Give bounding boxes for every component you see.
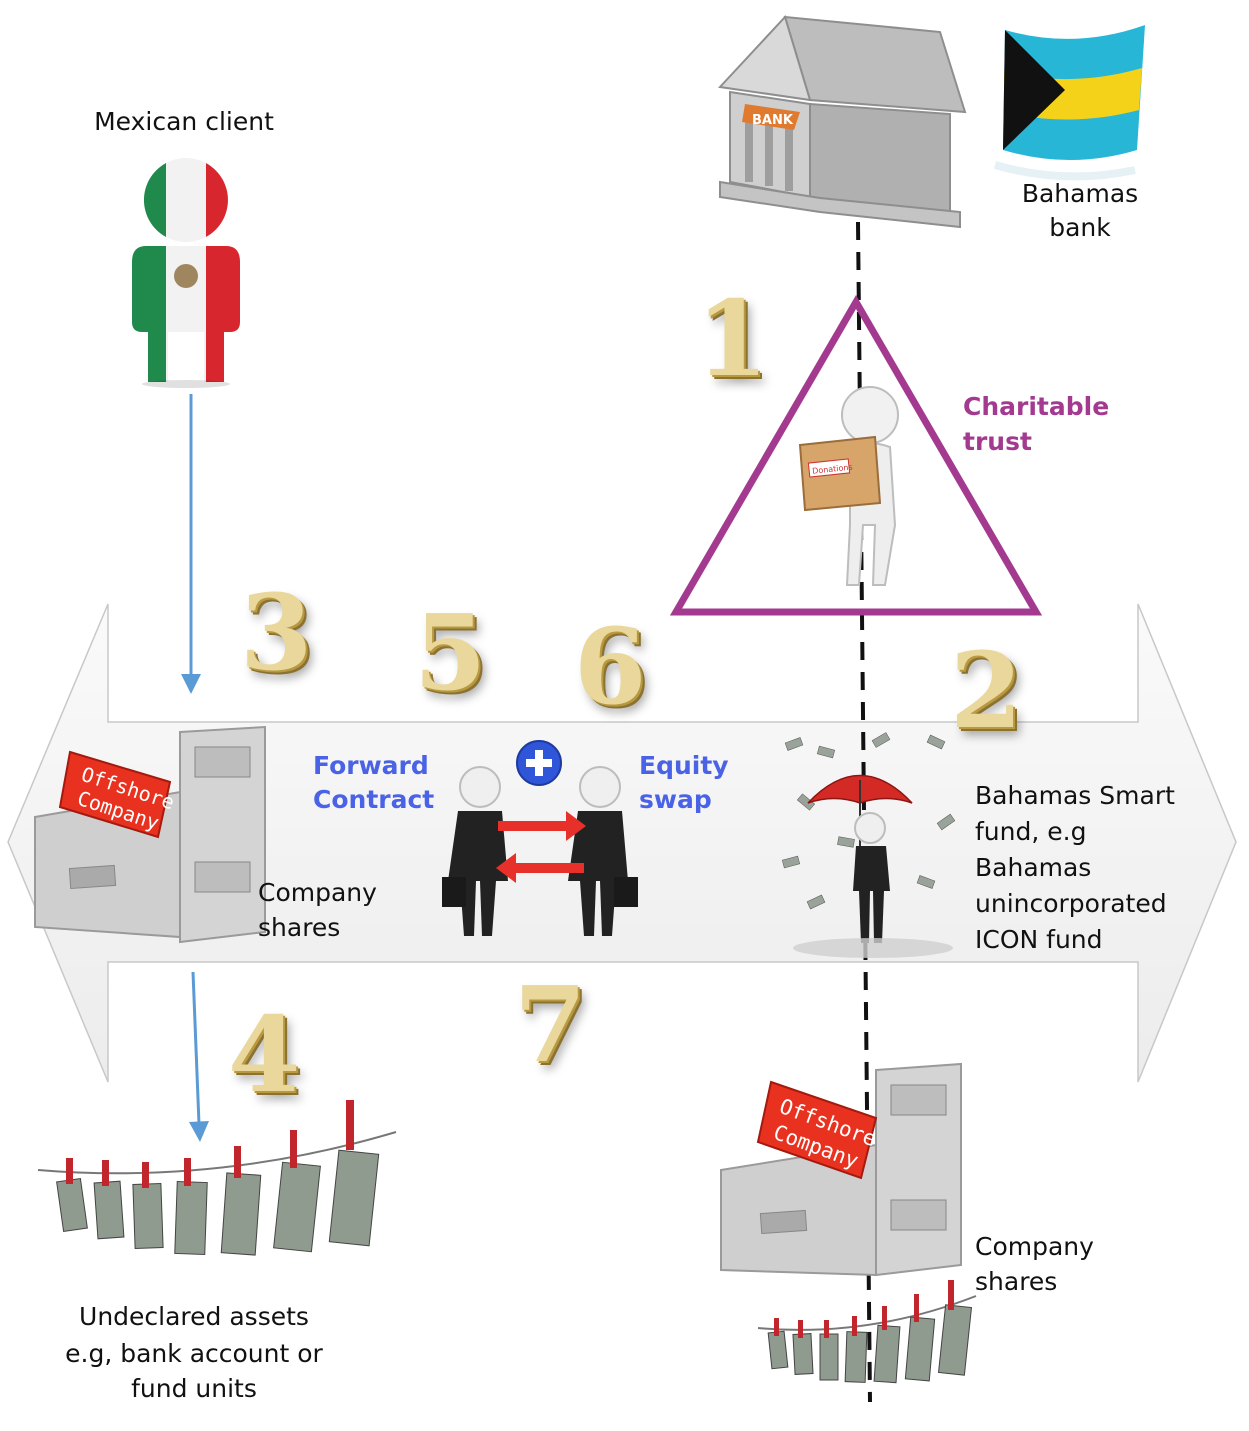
- company-shares-left-line1: Company: [258, 878, 377, 907]
- businessmen-exchange-icon: [442, 766, 638, 936]
- undeclared-assets-label: Undeclared assets e.g, bank account or f…: [44, 1299, 344, 1406]
- step-number-6: 6: [574, 605, 647, 728]
- charitable-trust-label-line2: trust: [963, 427, 1032, 456]
- money-clothesline-icon: [37, 1100, 397, 1256]
- company-shares-left-line2: shares: [258, 913, 341, 942]
- charitable-trust-label-line1: Charitable: [963, 392, 1110, 421]
- donations-label: Donations: [812, 463, 853, 476]
- bank-sign-text: BANK: [752, 113, 794, 128]
- charity-box-person-icon: Donations: [798, 386, 899, 586]
- mexican-flag-person-icon: [132, 158, 240, 388]
- mexican-client-label: Mexican client: [94, 107, 274, 136]
- step-number-4: 4: [228, 993, 301, 1116]
- step-number-5: 5: [414, 591, 487, 714]
- bahamas-bank-label-line1: Bahamas: [1021, 179, 1139, 208]
- company-shares-right-line2: shares: [975, 1267, 1058, 1296]
- step-number-3: 3: [240, 571, 313, 694]
- step-number-7: 7: [514, 963, 587, 1086]
- forward-contract-label-line1: Forward: [313, 751, 429, 780]
- step-number-2: 2: [950, 629, 1023, 752]
- equity-swap-label-line2: swap: [639, 785, 712, 814]
- smart-fund-line-4: unincorporated: [975, 889, 1167, 918]
- forward-contract-label-line2: Contract: [313, 785, 435, 814]
- smart-fund-line-1: Bahamas Smart: [975, 781, 1175, 810]
- step-number-1: 1: [696, 277, 769, 400]
- smart-fund-line-5: ICON fund: [975, 925, 1103, 954]
- smart-fund-line-3: Bahamas: [975, 853, 1092, 882]
- smart-fund-label: Bahamas Smart fund, e.g Bahamas unincorp…: [975, 778, 1175, 957]
- smart-fund-line-2: fund, e.g: [975, 817, 1087, 846]
- undeclared-line-1: Undeclared assets: [79, 1302, 309, 1331]
- umbrella-money-man-icon: [781, 732, 956, 958]
- equity-swap-label-line1: Equity: [639, 751, 729, 780]
- company-shares-right-line1: Company: [975, 1232, 1094, 1261]
- bank-building-icon: BANK: [717, 15, 967, 229]
- undeclared-line-2: e.g, bank account or: [65, 1339, 323, 1368]
- filing-cabinet-icon-right: Offshore Company: [720, 1062, 962, 1277]
- filing-cabinet-icon: Offshore Company: [34, 725, 266, 944]
- undeclared-line-3: fund units: [131, 1374, 257, 1403]
- money-clothesline-icon-right: [757, 1280, 977, 1384]
- plus-icon: [516, 740, 562, 786]
- bahamas-bank-label-line2: bank: [1049, 213, 1111, 242]
- bahamas-flag-icon: [993, 25, 1145, 181]
